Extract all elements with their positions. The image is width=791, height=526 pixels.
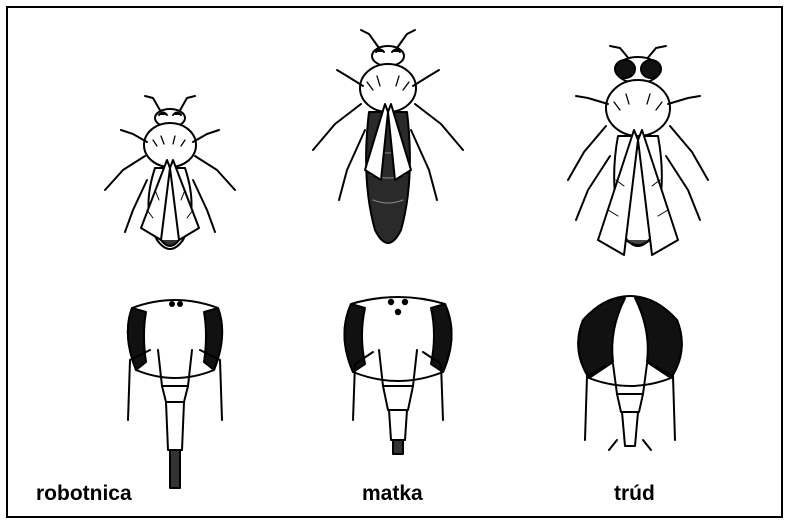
worker-label: robotnica — [36, 482, 132, 506]
queen-body-illustration — [303, 20, 473, 260]
queen-label: matka — [362, 482, 423, 506]
worker-body-illustration — [95, 90, 245, 270]
drone-head-illustration — [565, 290, 695, 460]
drone-label: trúd — [614, 482, 655, 506]
drone-body-illustration — [548, 40, 728, 270]
worker-head-illustration — [110, 290, 240, 490]
queen-head-illustration — [333, 290, 463, 460]
